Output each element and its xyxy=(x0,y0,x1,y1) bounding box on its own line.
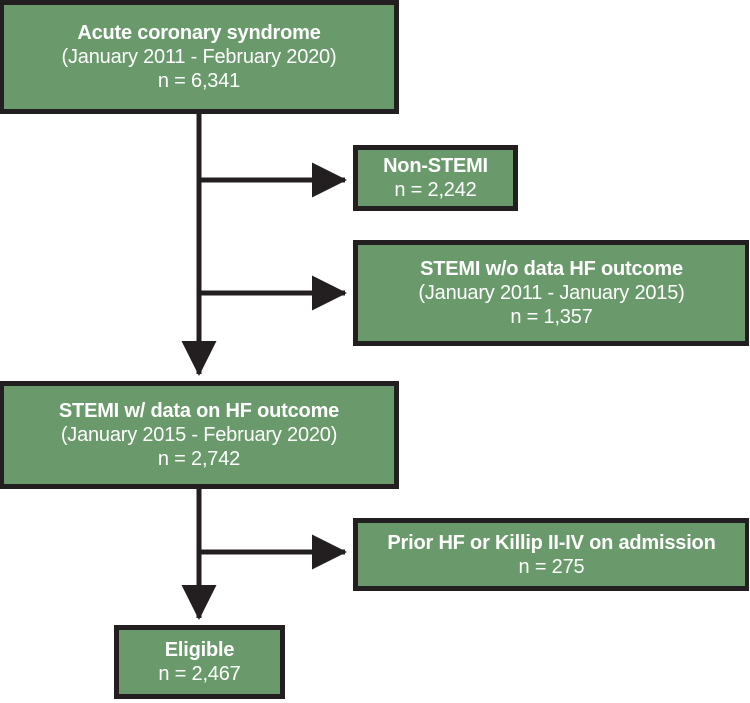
node-title: STEMI w/ data on HF outcome xyxy=(58,400,340,422)
node-count: n = 275 xyxy=(518,555,585,578)
node-title: Acute coronary syndrome xyxy=(77,22,321,44)
node-title: Prior HF or Killip II-IV on admission xyxy=(387,531,716,554)
node-count: n = 2,467 xyxy=(158,663,241,685)
node-title: Eligible xyxy=(164,639,235,661)
node-acute-coronary-syndrome: Acute coronary syndrome (January 2011 - … xyxy=(0,0,399,114)
node-eligible: Eligible n = 2,467 xyxy=(114,625,285,699)
node-count: n = 2,242 xyxy=(394,179,477,201)
node-period: (January 2011 - January 2015) xyxy=(418,282,685,304)
node-title: Non-STEMI xyxy=(383,155,488,177)
node-stemi-without-hf-outcome-data: STEMI w/o data HF outcome (January 2011 … xyxy=(353,240,749,346)
node-title: STEMI w/o data HF outcome xyxy=(420,258,683,280)
node-count: n = 1,357 xyxy=(510,306,593,328)
node-period: (January 2011 - February 2020) xyxy=(61,46,337,68)
node-count: n = 6,341 xyxy=(157,70,241,92)
node-stemi-with-hf-outcome-data: STEMI w/ data on HF outcome (January 201… xyxy=(0,381,399,489)
node-prior-hf-or-killip: Prior HF or Killip II-IV on admission n … xyxy=(353,518,749,591)
node-count: n = 2,742 xyxy=(157,448,241,470)
node-non-stemi: Non-STEMI n = 2,242 xyxy=(353,145,518,211)
node-period: (January 2015 - February 2020) xyxy=(60,424,338,446)
